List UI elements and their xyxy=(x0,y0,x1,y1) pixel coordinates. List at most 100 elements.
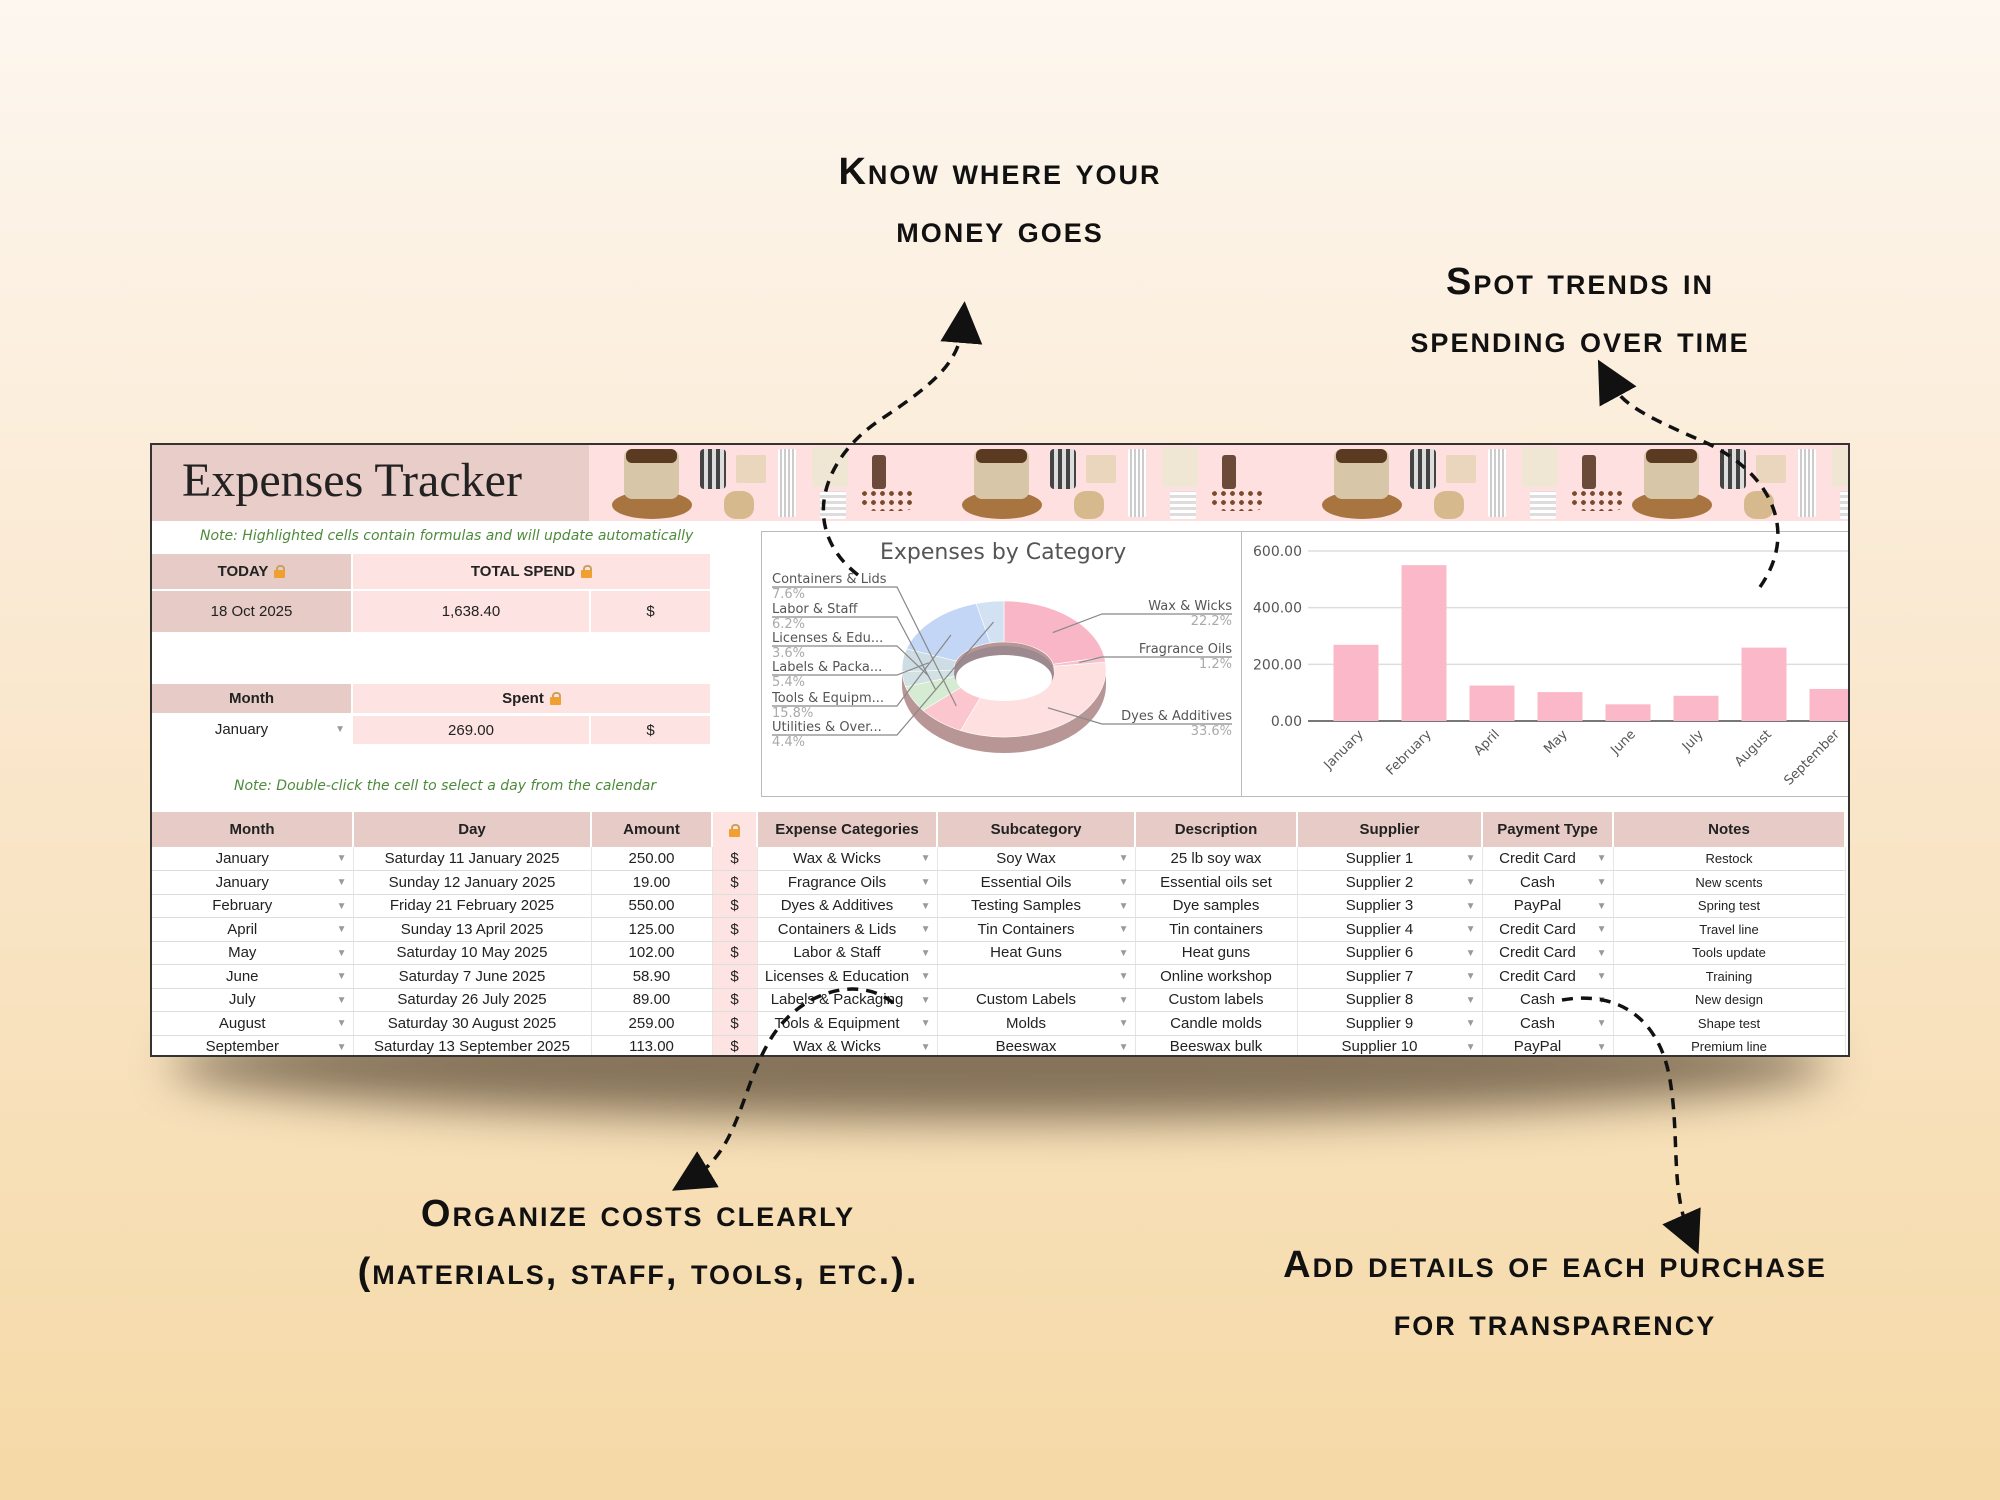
dropdown-arrow-icon[interactable]: ▼ xyxy=(336,994,347,1006)
table-cell[interactable]: Sunday 12 January 2025 xyxy=(353,870,592,895)
table-cell[interactable]: 58.90 xyxy=(591,964,713,989)
dropdown-arrow-icon[interactable]: ▼ xyxy=(1465,1018,1476,1029)
dropdown-arrow-icon[interactable]: ▼ xyxy=(335,723,345,735)
table-cell[interactable]: Saturday 10 May 2025 xyxy=(353,941,592,965)
dropdown-arrow-icon[interactable]: ▼ xyxy=(1596,1041,1607,1053)
dropdown-arrow-icon[interactable]: ▼ xyxy=(920,971,931,982)
table-cell[interactable]: August▼ xyxy=(152,1011,354,1036)
table-cell[interactable]: Restock xyxy=(1613,847,1846,871)
table-cell[interactable]: Tools & Equipment▼ xyxy=(757,1011,938,1036)
table-cell[interactable]: Supplier 3▼ xyxy=(1297,894,1483,918)
dropdown-arrow-icon[interactable]: ▼ xyxy=(1596,877,1607,888)
dropdown-arrow-icon[interactable]: ▼ xyxy=(1118,924,1129,935)
dropdown-arrow-icon[interactable]: ▼ xyxy=(1596,1018,1607,1029)
bar-february[interactable] xyxy=(1401,565,1447,721)
table-cell[interactable]: $ xyxy=(712,941,758,965)
dropdown-arrow-icon[interactable]: ▼ xyxy=(336,971,347,982)
dropdown-arrow-icon[interactable]: ▼ xyxy=(920,1041,931,1053)
table-cell[interactable]: 259.00 xyxy=(591,1011,713,1036)
table-cell[interactable]: 250.00 xyxy=(591,847,713,871)
table-cell[interactable]: Spring test xyxy=(1613,894,1846,918)
table-cell[interactable]: $ xyxy=(712,847,758,871)
table-cell[interactable]: 102.00 xyxy=(591,941,713,965)
table-cell[interactable]: Supplier 10▼ xyxy=(1297,1035,1483,1055)
table-cell[interactable]: May▼ xyxy=(152,941,354,965)
dropdown-arrow-icon[interactable]: ▼ xyxy=(1596,924,1607,935)
table-cell[interactable]: Travel line xyxy=(1613,917,1846,942)
table-cell[interactable]: 125.00 xyxy=(591,917,713,942)
dropdown-arrow-icon[interactable]: ▼ xyxy=(1596,994,1607,1006)
table-cell[interactable]: $ xyxy=(712,894,758,918)
dropdown-arrow-icon[interactable]: ▼ xyxy=(336,853,347,864)
table-cell[interactable]: Soy Wax▼ xyxy=(937,847,1136,871)
table-cell[interactable]: June▼ xyxy=(152,964,354,989)
table-cell[interactable]: Beeswax bulk xyxy=(1135,1035,1298,1055)
table-cell[interactable]: Cash▼ xyxy=(1482,1011,1614,1036)
table-cell[interactable]: January▼ xyxy=(152,847,354,871)
table-cell[interactable]: Licenses & Education▼ xyxy=(757,964,938,989)
bar-july[interactable] xyxy=(1673,695,1719,721)
table-cell[interactable]: January▼ xyxy=(152,870,354,895)
table-cell[interactable]: Friday 21 February 2025 xyxy=(353,894,592,918)
table-cell[interactable]: Testing Samples▼ xyxy=(937,894,1136,918)
dropdown-arrow-icon[interactable]: ▼ xyxy=(336,877,347,888)
table-cell[interactable]: April▼ xyxy=(152,917,354,942)
table-cell[interactable]: 25 lb soy wax xyxy=(1135,847,1298,871)
dropdown-arrow-icon[interactable]: ▼ xyxy=(920,924,931,935)
dropdown-arrow-icon[interactable]: ▼ xyxy=(1118,877,1129,888)
table-cell[interactable]: $ xyxy=(712,1035,758,1055)
table-cell[interactable]: 19.00 xyxy=(591,870,713,895)
dropdown-arrow-icon[interactable]: ▼ xyxy=(920,877,931,888)
table-cell[interactable]: $ xyxy=(712,988,758,1012)
table-cell[interactable]: Saturday 26 July 2025 xyxy=(353,988,592,1012)
table-cell[interactable]: Tools update xyxy=(1613,941,1846,965)
table-cell[interactable]: Labor & Staff▼ xyxy=(757,941,938,965)
dropdown-arrow-icon[interactable]: ▼ xyxy=(1118,1041,1129,1053)
dropdown-arrow-icon[interactable]: ▼ xyxy=(336,1041,347,1053)
table-cell[interactable]: Credit Card▼ xyxy=(1482,941,1614,965)
month-select[interactable]: January▼ xyxy=(214,720,345,738)
table-cell[interactable]: Supplier 4▼ xyxy=(1297,917,1483,942)
table-cell[interactable]: New scents xyxy=(1613,870,1846,895)
dropdown-arrow-icon[interactable]: ▼ xyxy=(920,947,931,959)
dropdown-arrow-icon[interactable]: ▼ xyxy=(1465,877,1476,888)
table-cell[interactable]: Premium line xyxy=(1613,1035,1846,1055)
table-cell[interactable]: Online workshop xyxy=(1135,964,1298,989)
dropdown-arrow-icon[interactable]: ▼ xyxy=(1118,971,1129,982)
table-cell[interactable]: February▼ xyxy=(152,894,354,918)
dropdown-arrow-icon[interactable]: ▼ xyxy=(1465,853,1476,864)
table-cell[interactable]: Training xyxy=(1613,964,1846,989)
dropdown-arrow-icon[interactable]: ▼ xyxy=(1118,1018,1129,1029)
table-cell[interactable]: ▼ xyxy=(937,964,1136,989)
dropdown-arrow-icon[interactable]: ▼ xyxy=(1465,900,1476,912)
table-cell[interactable]: $ xyxy=(712,1011,758,1036)
table-cell[interactable]: 550.00 xyxy=(591,894,713,918)
table-cell[interactable]: Credit Card▼ xyxy=(1482,917,1614,942)
table-cell[interactable]: Custom labels xyxy=(1135,988,1298,1012)
dropdown-arrow-icon[interactable]: ▼ xyxy=(1465,994,1476,1006)
table-cell[interactable]: Essential Oils▼ xyxy=(937,870,1136,895)
table-cell[interactable]: New design xyxy=(1613,988,1846,1012)
dropdown-arrow-icon[interactable]: ▼ xyxy=(336,924,347,935)
table-cell[interactable]: Cash▼ xyxy=(1482,870,1614,895)
dropdown-arrow-icon[interactable]: ▼ xyxy=(1596,947,1607,959)
table-cell[interactable]: Heat guns xyxy=(1135,941,1298,965)
bar-september[interactable] xyxy=(1809,688,1851,721)
table-cell[interactable]: Containers & Lids▼ xyxy=(757,917,938,942)
table-cell[interactable]: Supplier 8▼ xyxy=(1297,988,1483,1012)
table-cell[interactable]: $ xyxy=(712,917,758,942)
table-cell[interactable]: Saturday 11 January 2025 xyxy=(353,847,592,871)
table-cell[interactable]: Credit Card▼ xyxy=(1482,847,1614,871)
dropdown-arrow-icon[interactable]: ▼ xyxy=(1596,853,1607,864)
table-cell[interactable]: Wax & Wicks▼ xyxy=(757,1035,938,1055)
dropdown-arrow-icon[interactable]: ▼ xyxy=(1465,1041,1476,1053)
table-cell[interactable]: Saturday 7 June 2025 xyxy=(353,964,592,989)
pie-slice[interactable] xyxy=(975,600,1005,644)
table-cell[interactable]: Shape test xyxy=(1613,1011,1846,1036)
dropdown-arrow-icon[interactable]: ▼ xyxy=(1465,924,1476,935)
bar-june[interactable] xyxy=(1605,704,1651,721)
table-cell[interactable]: Supplier 6▼ xyxy=(1297,941,1483,965)
table-cell[interactable]: 89.00 xyxy=(591,988,713,1012)
table-cell[interactable]: 113.00 xyxy=(591,1035,713,1055)
table-cell[interactable]: Essential oils set xyxy=(1135,870,1298,895)
